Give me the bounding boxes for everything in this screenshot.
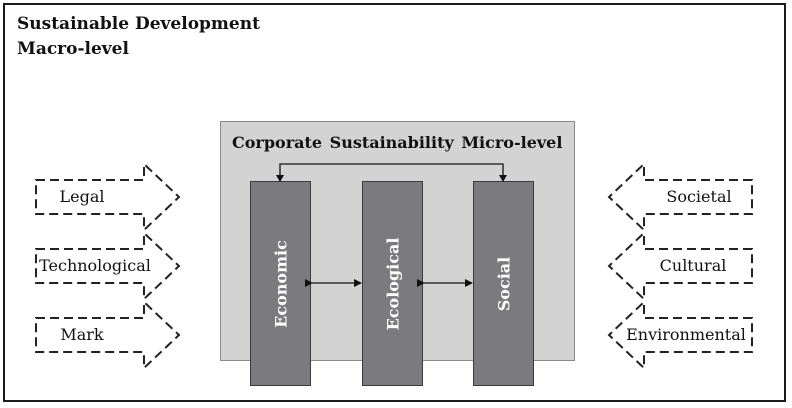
macro-title-line2: Macro-level [17,39,129,59]
right-arrow-societal-shape [607,161,753,233]
left-arrow-technological-shape [35,230,181,302]
macro-title-line1: Sustainable Development [17,14,260,34]
right-arrow-environmental-shape [607,299,753,371]
pillar-social: Social [473,181,534,386]
right-arrow-societal-label: Societal [666,187,732,206]
left-arrow-legal-shape [35,161,181,233]
top-connector-arrowhead-left [276,175,284,182]
right-arrow-cultural-shape [607,230,753,302]
left-arrow-mark-label: Mark [60,325,104,344]
left-arrow-mark-shape [35,299,181,371]
right-arrow-cultural-label: Cultural [659,256,727,275]
top-connector-line [279,163,504,181]
micro-level-title: Corporate Sustainability Micro-level [232,133,563,152]
top-connector-arrowhead-right [499,175,507,182]
left-arrow-legal-label: Legal [59,187,105,206]
right-arrow-environmental-label: Environmental [626,325,746,344]
left-arrow-technological-label: Technological [39,256,151,275]
pillar-economic: Economic [250,181,311,386]
